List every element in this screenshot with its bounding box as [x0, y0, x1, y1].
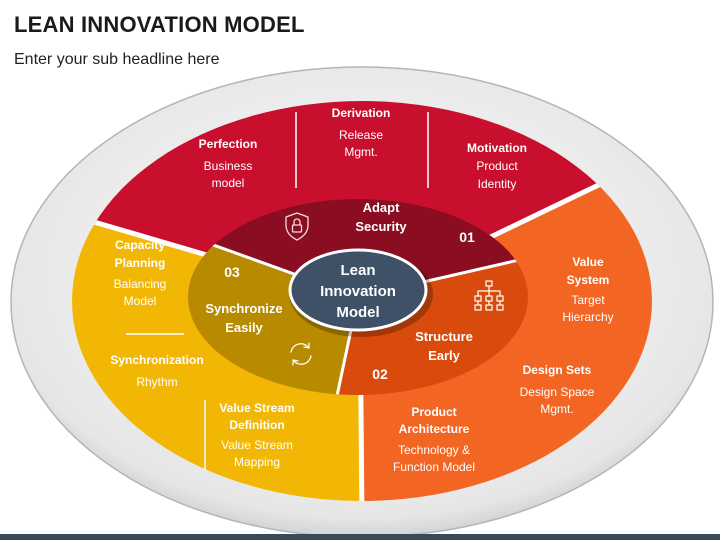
derivation-line-1: Release	[339, 128, 383, 142]
derivation-line-2: Mgmt.	[344, 145, 377, 159]
shield-lock-icon	[285, 212, 309, 241]
adapt-label-1: Adapt	[363, 200, 401, 215]
design-sets-line-1: Design Space	[520, 385, 595, 399]
vsd-heading-2: Definition	[229, 418, 284, 432]
hierarchy-icon	[474, 280, 504, 311]
product-arch-heading-2: Architecture	[399, 422, 470, 436]
adapt-number: 01	[459, 229, 475, 245]
value-system-heading-2: System	[567, 273, 610, 287]
design-sets-line-2: Mgmt.	[540, 402, 573, 416]
value-system-line-1: Target	[571, 293, 605, 307]
vsd-line-1: Value Stream	[221, 438, 293, 452]
vsd-line-2: Mapping	[234, 455, 280, 469]
page-title: LEAN INNOVATION MODEL	[14, 12, 305, 37]
capacity-heading-2: Planning	[115, 256, 166, 270]
center-circle	[288, 248, 428, 332]
product-arch-line-2: Function Model	[393, 460, 475, 474]
product-arch-heading-1: Product	[411, 405, 456, 419]
motivation-heading: Motivation	[467, 141, 527, 155]
motivation-line-2: Identity	[478, 177, 517, 191]
structure-label-2: Early	[428, 348, 461, 363]
structure-label-1: Structure	[415, 329, 473, 344]
structure-number: 02	[372, 366, 388, 382]
synchronize-label-2: Easily	[225, 320, 263, 335]
product-arch-line-1: Technology &	[398, 443, 470, 457]
center-line-2: Innovation	[320, 283, 396, 300]
synchronize-label-1: Synchronize	[205, 301, 282, 316]
footer-bar	[0, 534, 720, 540]
capacity-heading-1: Capacity	[115, 238, 165, 252]
motivation-line-1: Product	[476, 159, 518, 173]
center-line-3: Model	[336, 304, 379, 321]
perfection-line-1: Business	[204, 159, 253, 173]
capacity-line-1: Balancing	[114, 277, 167, 291]
derivation-heading: Derivation	[332, 106, 391, 120]
synchronization-line-1: Rhythm	[136, 375, 177, 389]
vsd-heading-1: Value Stream	[219, 401, 294, 415]
design-sets-heading: Design Sets	[523, 363, 592, 377]
synchronize-number: 03	[224, 264, 240, 280]
perfection-heading: Perfection	[199, 137, 258, 151]
value-system-heading-1: Value	[572, 255, 604, 269]
perfection-line-2: model	[212, 176, 245, 190]
value-system-line-2: Hierarchy	[562, 310, 613, 324]
adapt-label-2: Security	[355, 219, 407, 234]
capacity-line-2: Model	[124, 294, 157, 308]
synchronization-heading: Synchronization	[110, 353, 203, 367]
page-subtitle: Enter your sub headline here	[14, 51, 220, 68]
sync-arrows-icon	[290, 342, 312, 366]
center-line-1: Lean	[340, 262, 375, 279]
